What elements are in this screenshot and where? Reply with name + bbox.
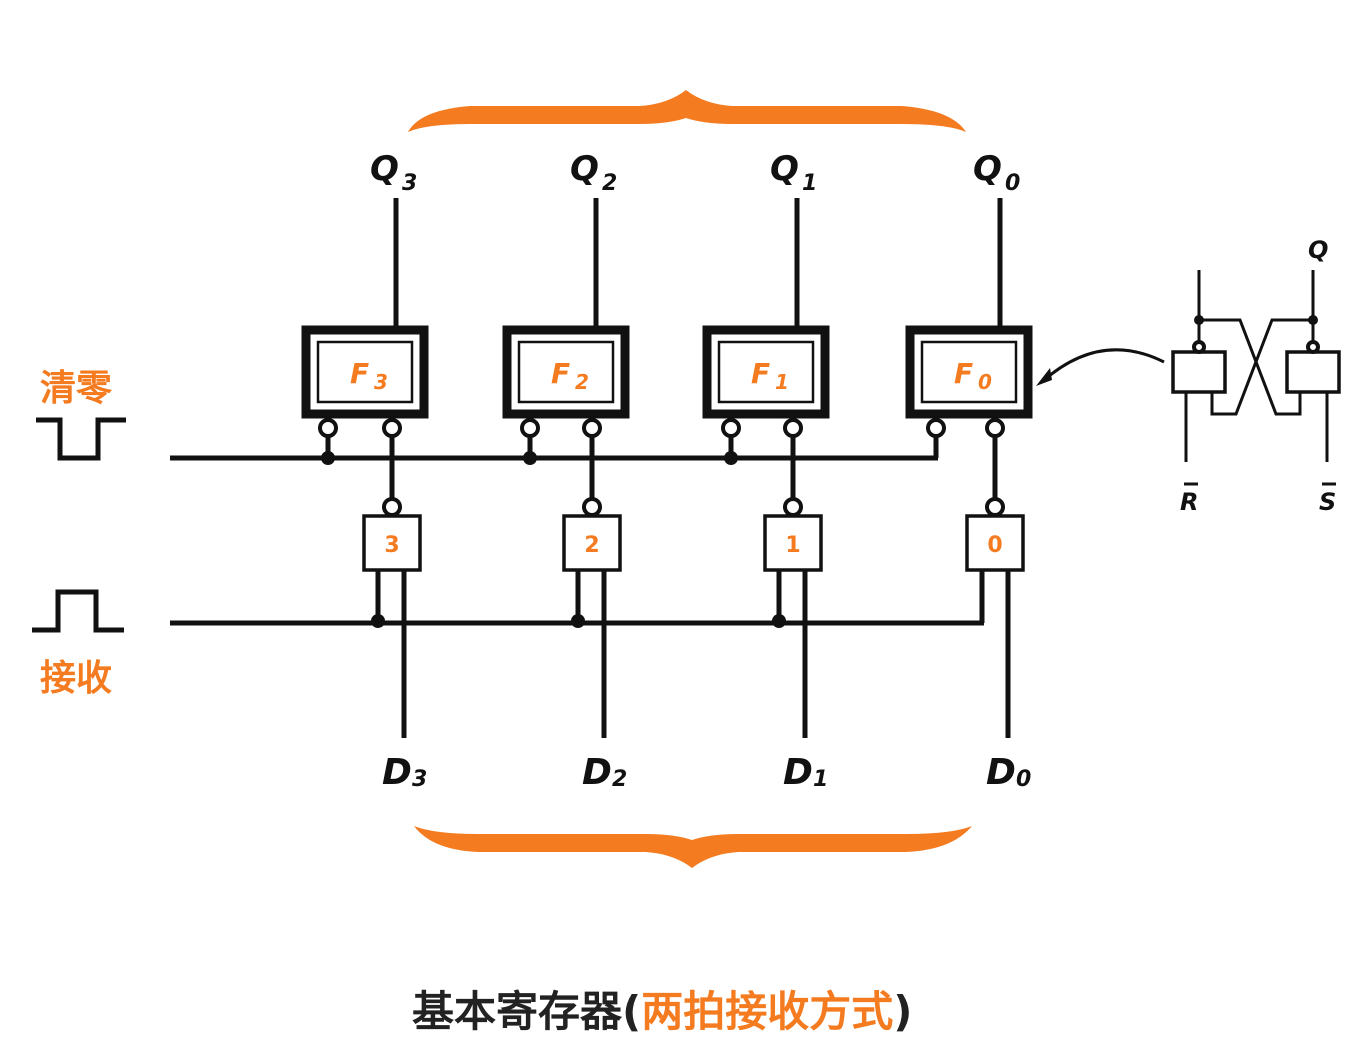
flipflop-f2 — [502, 325, 630, 419]
clear-label: 清零 — [40, 368, 113, 409]
receive-bus — [170, 570, 985, 628]
svg-text:1: 1 — [802, 171, 817, 196]
flipflop-f3 — [301, 325, 429, 419]
detail-connector-arrowhead — [1036, 368, 1052, 386]
svg-text:3: 3 — [402, 171, 417, 196]
input-label-d0: D 0 — [986, 752, 1031, 793]
flipflop-label-f2: F 2 — [551, 357, 589, 394]
svg-text:3: 3 — [384, 533, 399, 558]
svg-text:1: 1 — [775, 370, 789, 394]
svg-text:S: S — [1319, 488, 1336, 516]
output-label-q0: Q 0 — [973, 149, 1020, 196]
svg-text:2: 2 — [584, 533, 599, 558]
svg-text:0: 0 — [1016, 767, 1031, 792]
bottom-brace — [414, 826, 972, 868]
svg-text:F: F — [751, 357, 770, 390]
svg-text:D: D — [582, 752, 612, 793]
svg-text:F: F — [350, 357, 369, 390]
top-brace — [408, 90, 966, 132]
rs-latch-q-label: Q — [1308, 236, 1328, 264]
flipflop-f1 — [702, 325, 830, 419]
input-label-d1: D 1 — [783, 752, 828, 793]
svg-text:R: R — [1180, 488, 1198, 516]
gate-2: 2 — [562, 514, 622, 572]
detail-connector-arrow — [1040, 348, 1165, 384]
svg-text:2: 2 — [612, 767, 627, 792]
gate-3: 3 — [362, 514, 422, 572]
svg-text:D: D — [986, 752, 1016, 793]
svg-text:Q: Q — [770, 149, 799, 189]
svg-text:F: F — [551, 357, 570, 390]
svg-text:2: 2 — [575, 370, 589, 394]
svg-text:0: 0 — [978, 370, 992, 394]
clear-bus — [170, 437, 939, 465]
gate-bubbles — [382, 497, 1005, 517]
svg-text:1: 1 — [785, 533, 800, 558]
gate-1: 1 — [763, 514, 823, 572]
output-wires — [393, 198, 1003, 328]
svg-text:Q: Q — [973, 149, 1002, 189]
flipflop-f0 — [905, 325, 1033, 419]
svg-text:D: D — [783, 752, 813, 793]
svg-text:1: 1 — [813, 767, 828, 792]
svg-text:D: D — [382, 752, 412, 793]
flipflop-label-f0: F 0 — [954, 357, 992, 394]
svg-text:F: F — [954, 357, 973, 390]
rs-latch-s-label: S — [1319, 482, 1336, 516]
receive-label: 接收 — [40, 658, 112, 699]
svg-text:2: 2 — [602, 171, 617, 196]
caption: 基本寄存器(两拍接收方式) — [412, 987, 912, 1036]
receive-pulse-icon — [32, 589, 124, 633]
svg-text:3: 3 — [374, 370, 388, 394]
svg-text:3: 3 — [412, 767, 427, 792]
svg-text:0: 0 — [987, 533, 1002, 558]
rs-latch-r-label: R — [1180, 482, 1198, 516]
clear-pulse-icon — [36, 417, 126, 461]
svg-text:Q: Q — [570, 149, 599, 189]
flipflop-label-f3: F 3 — [350, 357, 388, 394]
output-label-q1: Q 1 — [770, 149, 817, 196]
input-label-d3: D 3 — [382, 752, 427, 793]
ff-bubbles — [318, 418, 1005, 438]
flipflop-label-f1: F 1 — [751, 357, 789, 394]
data-input-wires — [401, 570, 1011, 738]
output-label-q3: Q 3 — [370, 149, 417, 196]
gate-0: 0 — [965, 514, 1025, 572]
gate-to-ff-wires — [389, 437, 998, 498]
svg-text:0: 0 — [1005, 171, 1020, 196]
output-label-q2: Q 2 — [570, 149, 617, 196]
rs-latch — [1171, 270, 1341, 462]
svg-text:Q: Q — [370, 149, 399, 189]
input-label-d2: D 2 — [582, 752, 627, 793]
